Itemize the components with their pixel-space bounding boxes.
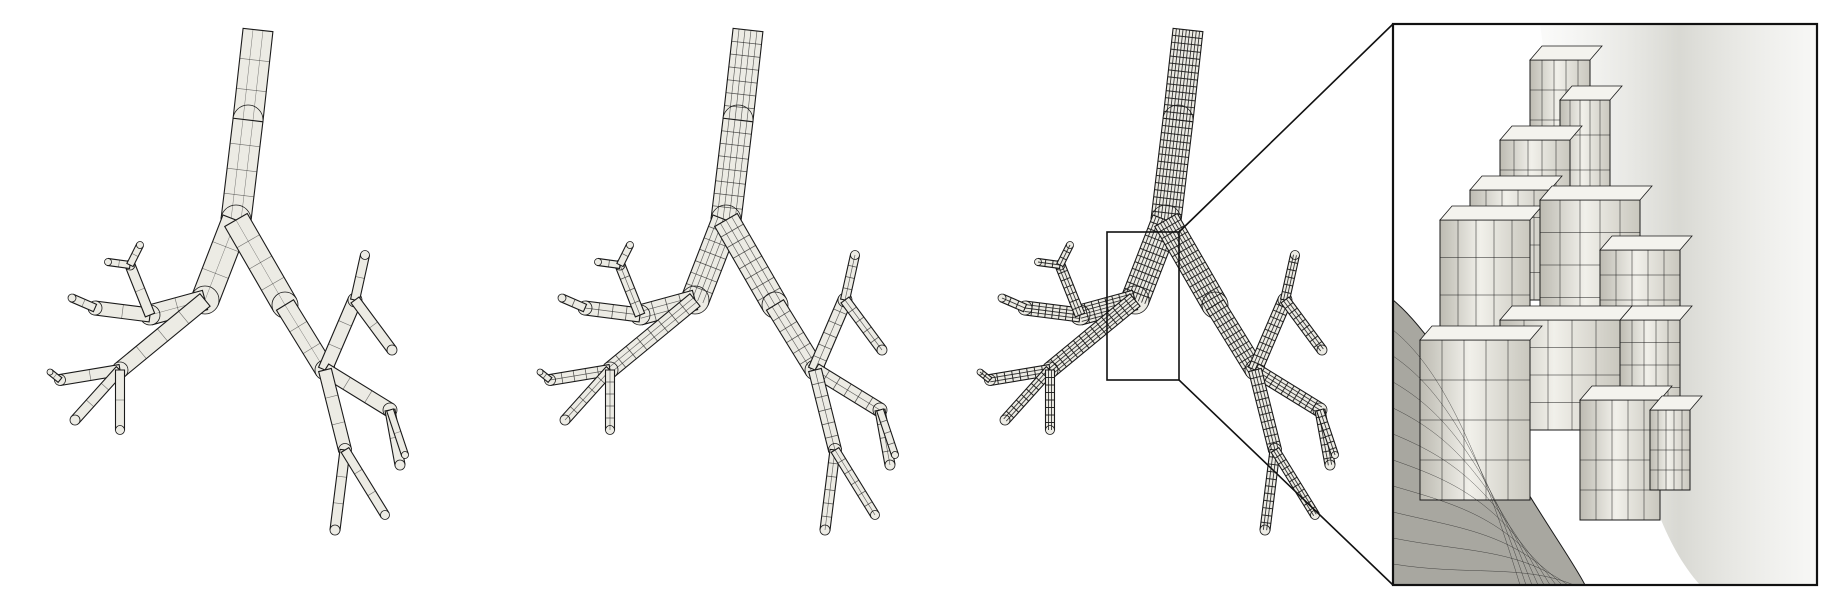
airway-segment <box>819 448 841 536</box>
airway-segment <box>1153 212 1229 319</box>
airway-segment <box>984 363 1052 387</box>
airway-segment <box>1056 241 1074 268</box>
airway-segment <box>997 293 1028 313</box>
airway-segment <box>616 241 634 268</box>
airway-segment <box>350 296 398 356</box>
airway-segment <box>1250 363 1328 418</box>
zoom-inset-frame <box>1391 22 1819 587</box>
airway-segment <box>557 293 588 313</box>
airway-segment <box>840 296 888 356</box>
airway-segment <box>604 369 616 435</box>
airway-segment <box>385 408 410 459</box>
mesh-panel-medium <box>536 27 900 536</box>
airway-segment <box>713 212 789 319</box>
mesh-panel-fine <box>976 27 1340 536</box>
airway-segment <box>1280 296 1328 356</box>
airway-segment <box>839 250 861 302</box>
airway-segment <box>1044 369 1056 435</box>
zoom-inset <box>1393 24 1817 585</box>
airway-segment <box>87 300 152 323</box>
airway-segment <box>536 368 553 384</box>
airway-segment <box>1054 259 1086 318</box>
hex-block <box>1579 385 1673 521</box>
hex-block <box>1419 325 1543 501</box>
airway-segment <box>114 369 126 435</box>
airway-segment <box>104 257 132 270</box>
airway-segment <box>1034 257 1062 270</box>
airway-segment <box>126 241 144 268</box>
airway-segment <box>830 446 880 520</box>
zoom-selection-box <box>1106 231 1180 381</box>
airway-segment <box>46 368 63 384</box>
mesh-panel-coarse <box>46 27 410 536</box>
airway-segment <box>67 293 98 313</box>
airway-segment <box>875 408 900 459</box>
zoom-connector-bottom <box>1178 379 1394 586</box>
airway-segment <box>349 250 371 302</box>
airway-segment <box>594 257 622 270</box>
airway-segment <box>223 212 299 319</box>
airway-segment <box>1279 250 1301 302</box>
airway-segment <box>999 365 1055 426</box>
hex-block <box>1649 395 1703 491</box>
airway-segment <box>976 368 993 384</box>
zoom-connector-top <box>1178 23 1394 233</box>
airway-segment <box>340 446 390 520</box>
airway-segment <box>1270 446 1320 520</box>
airway-segment <box>1315 408 1340 459</box>
